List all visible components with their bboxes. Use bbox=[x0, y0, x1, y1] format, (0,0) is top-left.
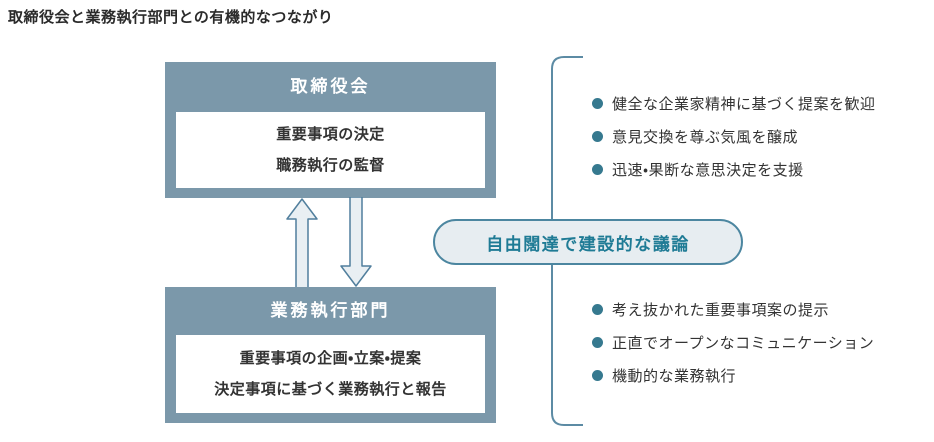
bullet-item: 健全な企業家精神に基づく提案を歓迎 bbox=[592, 87, 876, 120]
bullet-dot-icon bbox=[592, 131, 603, 142]
board-bullet-list: 健全な企業家精神に基づく提案を歓迎 意見交換を尊ぶ気風を醸成 迅速・果断な意思決… bbox=[592, 87, 876, 186]
bullet-item-label: 健全な企業家精神に基づく提案を歓迎 bbox=[612, 96, 876, 113]
execution-role: 決定事項に基づく業務執行と報告 bbox=[214, 381, 447, 398]
down-arrow-icon bbox=[340, 197, 372, 287]
bullet-item: 考え抜かれた重要事項案の提示 bbox=[592, 293, 874, 326]
bullet-dot-icon bbox=[592, 98, 603, 109]
up-arrow-icon bbox=[286, 198, 318, 288]
board-role: 重要事項の決定 bbox=[276, 126, 385, 143]
bullet-item-label: 機動的な業務執行 bbox=[612, 368, 737, 385]
board-box-roles: 重要事項の決定 職務執行の監督 bbox=[176, 112, 485, 188]
bullet-item-label: 意見交換を尊ぶ気風を醸成 bbox=[612, 129, 799, 146]
bullet-dot-icon bbox=[592, 304, 603, 315]
board-role: 職務執行の監督 bbox=[276, 157, 385, 174]
board-box-header: 取締役会 bbox=[290, 77, 371, 96]
bullet-item: 意見交換を尊ぶ気風を醸成 bbox=[592, 120, 876, 153]
execution-role: 重要事項の企画・立案・提案 bbox=[239, 350, 422, 367]
bullet-item-label: 正直でオープンなコミュニケーション bbox=[612, 335, 875, 352]
bullet-dot-icon bbox=[592, 164, 603, 175]
board-box: 取締役会 重要事項の決定 職務執行の監督 bbox=[165, 62, 496, 198]
bullet-item-label: 考え抜かれた重要事項案の提示 bbox=[612, 302, 830, 319]
bullet-item: 迅速・果断な意思決定を支援 bbox=[592, 153, 876, 186]
flow-arrows bbox=[286, 197, 372, 288]
discussion-pill-label: 自由闊達で建設的な議論 bbox=[486, 234, 690, 254]
bullet-item: 機動的な業務執行 bbox=[592, 359, 874, 392]
execution-box-header: 業務執行部門 bbox=[270, 301, 391, 320]
bullet-item: 正直でオープンなコミュニケーション bbox=[592, 326, 874, 359]
execution-box: 業務執行部門 重要事項の企画・立案・提案 決定事項に基づく業務執行と報告 bbox=[165, 287, 496, 423]
bullet-dot-icon bbox=[592, 370, 603, 381]
execution-box-roles: 重要事項の企画・立案・提案 決定事項に基づく業務執行と報告 bbox=[176, 335, 485, 413]
discussion-pill: 自由闊達で建設的な議論 bbox=[433, 219, 743, 265]
bullet-dot-icon bbox=[592, 337, 603, 348]
execution-bullet-list: 考え抜かれた重要事項案の提示 正直でオープンなコミュニケーション 機動的な業務執… bbox=[592, 293, 874, 392]
bullet-item-label: 迅速・果断な意思決定を支援 bbox=[612, 162, 804, 179]
page-title: 取締役会と業務執行部門との有機的なつながり bbox=[8, 9, 334, 26]
